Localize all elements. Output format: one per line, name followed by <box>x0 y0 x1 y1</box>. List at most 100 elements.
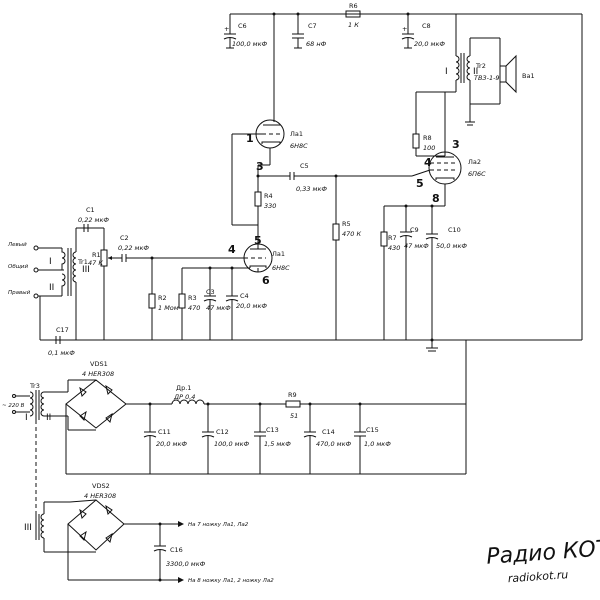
heater-outputs: На 7 ножку Ла1, Ла2 На 8 ножку Ла1, 2 но… <box>160 521 274 584</box>
c3-ref: С3 <box>206 288 215 296</box>
c10-ref: С10 <box>448 226 461 234</box>
resistor-r2: R2 1 Мом <box>148 258 179 340</box>
c9-value: 47 мкФ <box>404 242 429 250</box>
c6-value: 100,0 мкФ <box>232 40 268 48</box>
bridge-vds1: VDS1 4 HER308 <box>44 360 466 475</box>
c15-ref: С15 <box>366 426 379 434</box>
r7-ref: R7 <box>388 234 397 242</box>
la2-pin-cathode: 8 <box>432 192 440 205</box>
tr1-ref: Tr1 <box>77 258 88 266</box>
capacitor-c10: С10 50,0 мкФ <box>425 206 467 340</box>
r3-ref: R3 <box>188 294 197 302</box>
r3-value: 470 <box>188 304 200 312</box>
c5-ref: С5 <box>300 162 309 170</box>
c6-ref: С6 <box>238 22 247 30</box>
coupling-node <box>256 164 290 235</box>
la1-lower-pin-grid: 4 <box>228 243 236 256</box>
triode-la1-lower: 5 4 6 Ла1 6Н8С <box>228 234 290 287</box>
mains-label: ~ 220 В <box>2 403 25 409</box>
tr3-winding-2: II <box>46 413 51 423</box>
r1-ref: R1 <box>92 251 101 259</box>
input-common-label: Общий <box>8 264 28 270</box>
r8-ref: R8 <box>423 134 432 142</box>
r6-value: 1 К <box>348 21 359 29</box>
c11-value: 20,0 мкФ <box>156 440 187 448</box>
la1-upper-type: 6Н8С <box>290 142 308 150</box>
la1-upper-pin-anode: 1 <box>246 132 254 145</box>
r7-value: 430 <box>388 244 400 252</box>
capacitor-c12: С12 100,0 мкФ <box>201 404 250 474</box>
la1-lower-grid-wire <box>150 256 250 270</box>
capacitor-c13: С13 1,5 мкФ <box>254 404 291 474</box>
c17-value: 0,1 мкФ <box>48 349 75 357</box>
r6-ref: R6 <box>349 2 358 10</box>
svg-text:+: + <box>224 25 229 33</box>
capacitor-c6: + С6 100,0 мкФ <box>223 14 268 49</box>
la1-upper-pin-cathode: 3 <box>256 160 264 173</box>
la1-lower-pin-anode-label: 5 <box>254 234 262 247</box>
input-jacks: Левый Общий Правый <box>7 242 64 299</box>
r2-ref: R2 <box>158 294 167 302</box>
ground-rail <box>40 338 582 474</box>
capacitor-c2: С2 0,22 мкФ <box>114 234 152 262</box>
c2-ref: С2 <box>120 234 129 242</box>
c1-ref: С1 <box>86 206 95 214</box>
capacitor-c11: С11 20,0 мкФ <box>143 404 187 474</box>
triode-la1-upper: 1 3 Ла1 6Н8С <box>231 14 308 226</box>
la2-type: 6П6С <box>468 170 486 178</box>
tr3-winding-3: III <box>24 523 32 533</box>
resistor-r4: R4 330 <box>254 191 276 210</box>
capacitor-c16: С16 3300,0 мкФ <box>153 524 206 580</box>
la2-pin-anode: 3 <box>452 138 460 151</box>
c14-ref: С14 <box>322 428 335 436</box>
la2-pin-grid1: 4 <box>424 156 432 169</box>
r5-ref: R5 <box>342 220 351 228</box>
r9-value: 51 <box>290 412 298 420</box>
c1-value: 0,22 мкФ <box>78 216 109 224</box>
c7-value: 68 нФ <box>306 40 327 48</box>
c12-value: 100,0 мкФ <box>214 440 250 448</box>
r5-value: 470 К <box>342 230 361 238</box>
heater-winding: III <box>24 501 96 553</box>
c13-value: 1,5 мкФ <box>264 440 291 448</box>
c15-value: 1,0 мкФ <box>364 440 391 448</box>
input-left-label: Левый <box>7 242 27 248</box>
input-right-label: Правый <box>8 290 31 296</box>
la2-ref: Ла2 <box>468 158 481 166</box>
tr2-ref: Tr2 <box>475 62 486 70</box>
c3-value: 47 мкФ <box>206 304 231 312</box>
c16-ref: С16 <box>170 546 183 554</box>
dr1-ref: Др.1 <box>176 384 191 392</box>
dr1-value: ДР 0,4 <box>173 393 195 401</box>
r1-value: 47 К <box>88 259 103 267</box>
resistor-r5: R5 470 К <box>332 176 361 340</box>
c14-value: 470,0 мкФ <box>316 440 352 448</box>
pentode-la2: 3 4 5 8 Ла2 6П6С <box>384 91 486 208</box>
capacitor-c7: С7 68 нФ <box>292 14 327 49</box>
c8-ref: С8 <box>422 22 431 30</box>
tr2-type: ТВЗ-1-9 <box>474 74 500 82</box>
capacitor-c17: С17 0,1 мкФ <box>39 296 76 357</box>
tr2-winding-1: I <box>445 67 448 77</box>
resistor-r3: R3 470 <box>178 268 200 340</box>
la2-pin-grid2: 5 <box>416 177 424 190</box>
capacitor-c5: С5 0,33 мкФ <box>289 162 412 193</box>
speaker-ba1: Ва1 <box>499 38 535 104</box>
la1-lower-type: 6Н8С <box>272 264 290 272</box>
tr3-winding-1: I <box>25 413 28 423</box>
c10-value: 50,0 мкФ <box>436 242 467 250</box>
radiokot-watermark: Радио КОТ radiokot.ru <box>486 536 600 585</box>
capacitor-c4: С4 20,0 мкФ <box>225 268 267 340</box>
c16-value: 3300,0 мкФ <box>166 560 206 568</box>
r4-ref: R4 <box>264 192 273 200</box>
la1-lower-pin-cathode: 6 <box>262 274 270 287</box>
r9-ref: R9 <box>288 391 297 399</box>
la1-lower-ref: Ла1 <box>272 250 285 258</box>
vds1-value: 4 HER308 <box>82 370 114 378</box>
capacitor-c14: С14 470,0 мкФ <box>303 404 352 474</box>
c7-ref: С7 <box>308 22 317 30</box>
tr1-winding-2: II <box>49 283 54 293</box>
capacitor-c1: С1 0,22 мкФ <box>76 206 109 232</box>
output-transformer-tr2: I II Tr2 ТВЗ-1-9 <box>412 13 500 134</box>
